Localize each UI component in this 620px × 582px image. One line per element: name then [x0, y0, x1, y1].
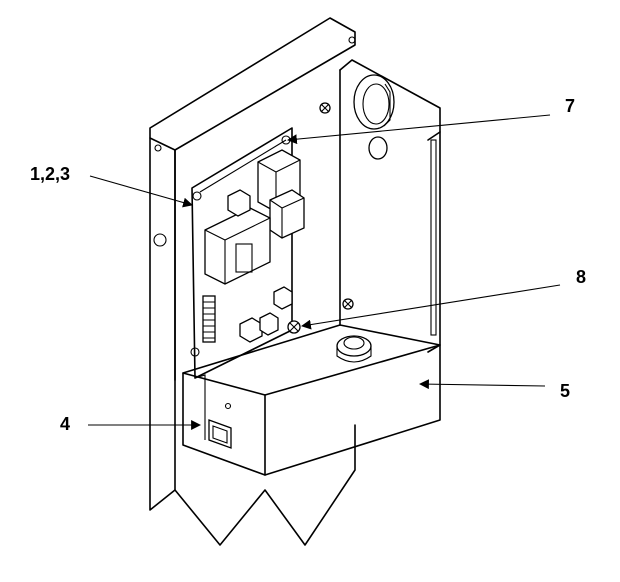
leader-lines — [88, 114, 561, 430]
leader-line-5 — [419, 379, 546, 390]
circuit-board — [190, 127, 305, 379]
mounting-plate — [149, 17, 356, 546]
leader-line-123 — [89, 175, 193, 208]
leader-line-7 — [287, 114, 551, 145]
callout-label-123: 1,2,3 — [30, 164, 70, 184]
callout-label-8: 8 — [576, 267, 586, 287]
callout-label-5: 5 — [560, 381, 570, 401]
callout-label-4: 4 — [60, 414, 70, 434]
side-panel — [319, 59, 441, 353]
leader-line-8 — [301, 284, 561, 330]
bottom-enclosure — [182, 324, 441, 476]
callout-label-7: 7 — [565, 96, 575, 116]
